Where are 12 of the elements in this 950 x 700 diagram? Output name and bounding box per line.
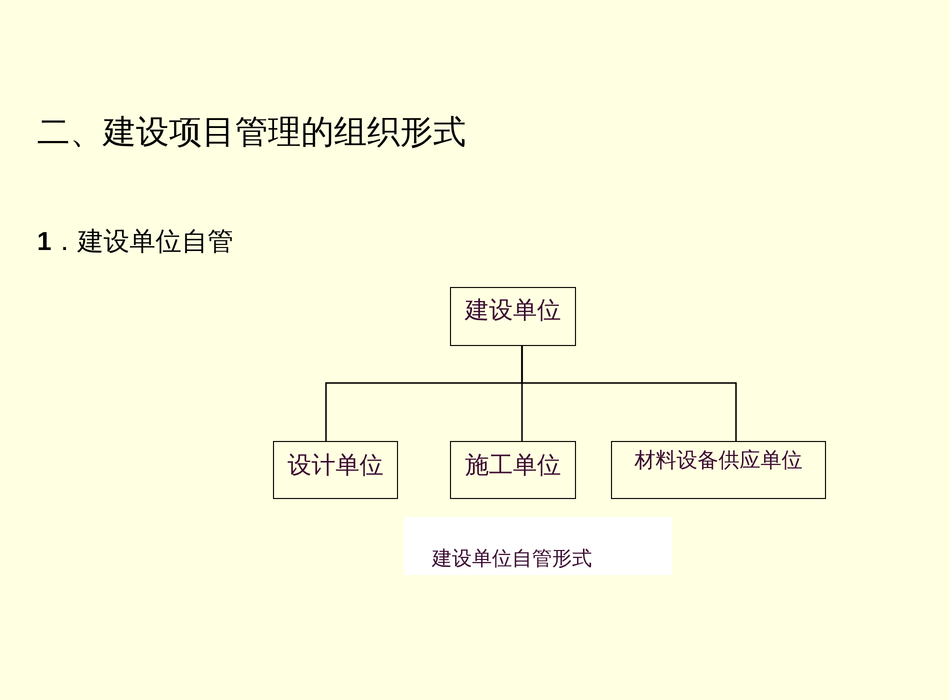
unit-name: 施工单位 (464, 451, 562, 480)
unit-name: 材料设备供应单位 (634, 448, 804, 474)
unit-name: 建设单位 (464, 296, 562, 325)
org-box (450, 441, 576, 499)
unit-name: 设计单位 (286, 451, 384, 480)
figure-caption: 建设单位自管形式 (404, 517, 672, 575)
org-box (273, 441, 398, 499)
section-heading: 1．建设单位自管 (37, 226, 234, 258)
org-box (611, 441, 826, 499)
org-box (450, 287, 576, 346)
slide-title: 二、建设项目管理的组织形式 (37, 112, 466, 152)
connector-line (521, 346, 737, 441)
